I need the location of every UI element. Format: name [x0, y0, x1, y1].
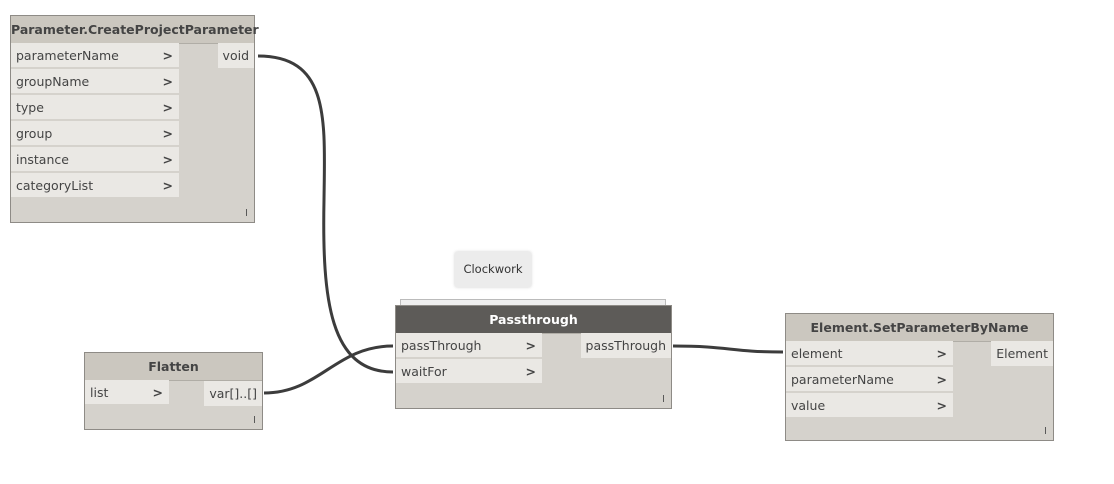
- lacing-indicator: I: [662, 394, 665, 405]
- port-label: groupName: [16, 74, 90, 89]
- chevron-right-icon: >: [162, 178, 173, 193]
- port-label: passThrough: [401, 338, 482, 353]
- input-port-value[interactable]: value >: [786, 393, 953, 418]
- wire-passthrough-to-element[interactable]: [672, 344, 784, 354]
- node-set-parameter-by-name[interactable]: Element.SetParameterByName element > para…: [785, 313, 1054, 441]
- node-passthrough[interactable]: Passthrough passThrough > waitFor > passTh…: [395, 305, 672, 409]
- lacing-indicator: I: [1044, 426, 1047, 437]
- output-port-element[interactable]: Element: [991, 341, 1053, 366]
- port-label: waitFor: [401, 364, 447, 379]
- node-stack-shadow: [400, 299, 666, 305]
- output-port-passthrough[interactable]: passThrough: [580, 333, 671, 358]
- port-label: list: [90, 385, 109, 400]
- input-port-group-name[interactable]: groupName >: [11, 69, 179, 94]
- chevron-right-icon: >: [525, 338, 536, 353]
- output-port-var[interactable]: var[]..[]: [204, 381, 262, 406]
- port-label: element: [791, 346, 843, 361]
- port-label: categoryList: [16, 178, 94, 193]
- node-title: Flatten: [85, 353, 262, 381]
- chevron-right-icon: >: [162, 48, 173, 63]
- node-title: Element.SetParameterByName: [786, 314, 1053, 342]
- node-flatten[interactable]: Flatten list > var[]..[] I: [84, 352, 263, 430]
- port-label: type: [16, 100, 44, 115]
- package-tooltip: Clockwork: [455, 252, 531, 287]
- chevron-right-icon: >: [936, 372, 947, 387]
- chevron-right-icon: >: [152, 385, 163, 400]
- chevron-right-icon: >: [162, 74, 173, 89]
- input-port-element[interactable]: element >: [786, 341, 953, 366]
- chevron-right-icon: >: [162, 100, 173, 115]
- port-label: group: [16, 126, 53, 141]
- input-port-passthrough[interactable]: passThrough >: [396, 333, 542, 358]
- port-label: parameterName: [791, 372, 894, 387]
- input-port-group[interactable]: group >: [11, 121, 179, 146]
- lacing-indicator: I: [245, 208, 248, 219]
- input-port-parameter-name[interactable]: parameterName >: [786, 367, 953, 392]
- input-port-instance[interactable]: instance >: [11, 147, 179, 172]
- node-title: Parameter.CreateProjectParameter: [11, 16, 259, 44]
- input-port-category-list[interactable]: categoryList >: [11, 173, 179, 198]
- chevron-right-icon: >: [936, 346, 947, 361]
- node-create-project-parameter[interactable]: Parameter.CreateProjectParameter paramet…: [10, 15, 259, 223]
- wire-flatten-to-passthrough[interactable]: [263, 344, 394, 395]
- chevron-right-icon: >: [162, 152, 173, 167]
- input-port-wait-for[interactable]: waitFor >: [396, 359, 542, 384]
- input-port-type[interactable]: type >: [11, 95, 179, 120]
- node-title: Passthrough: [396, 306, 671, 334]
- input-port-list[interactable]: list >: [85, 380, 169, 405]
- input-port-parameter-name[interactable]: parameterName >: [11, 43, 179, 68]
- wire-void-to-waitfor[interactable]: [257, 54, 394, 374]
- chevron-right-icon: >: [936, 398, 947, 413]
- lacing-indicator: I: [253, 415, 256, 426]
- port-label: value: [791, 398, 826, 413]
- chevron-right-icon: >: [525, 364, 536, 379]
- output-port-void[interactable]: void: [217, 43, 254, 68]
- port-label: instance: [16, 152, 69, 167]
- chevron-right-icon: >: [162, 126, 173, 141]
- port-label: parameterName: [16, 48, 119, 63]
